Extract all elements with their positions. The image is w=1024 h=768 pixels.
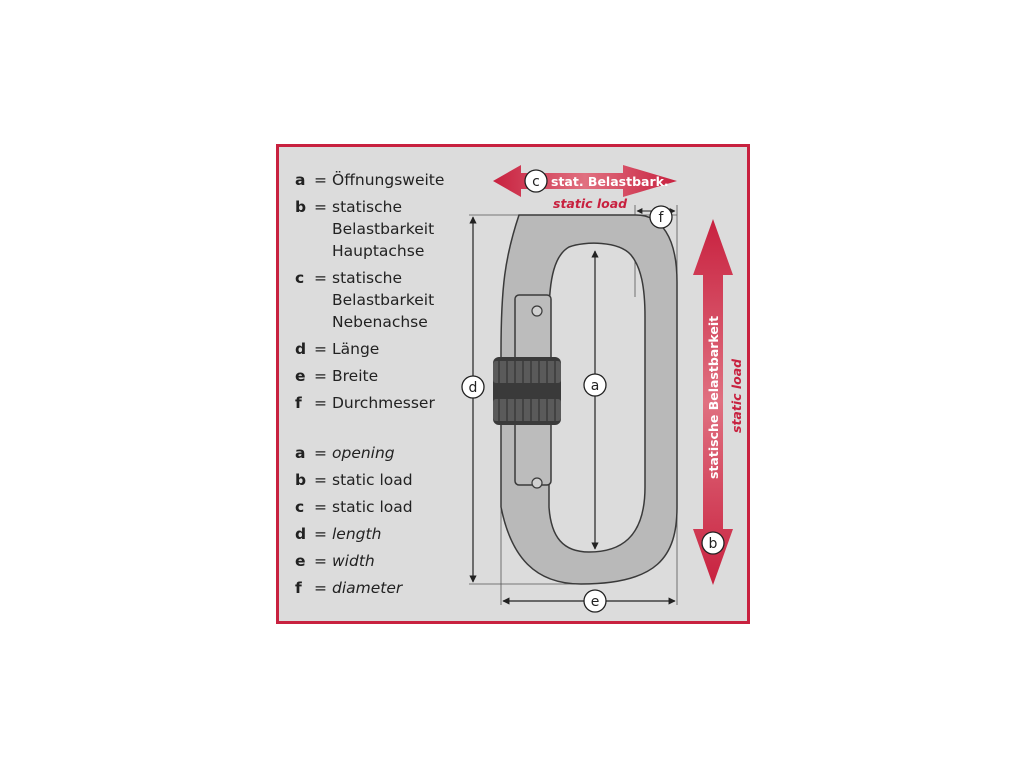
legend-equals: =: [314, 552, 327, 570]
legend-key: c: [295, 269, 305, 287]
marker-d-label: d: [469, 380, 478, 396]
minor-arrow-label-en: static load: [553, 196, 628, 211]
carabiner-icon: [493, 214, 678, 585]
legend-item-c-en: c = static load: [295, 496, 444, 518]
diagram-svg: d a e f c stat. Belastbark. static load …: [461, 165, 744, 613]
legend-item-b-de: b = statische Belastbarkeit Hauptachse: [295, 196, 444, 262]
marker-f-label: f: [659, 210, 665, 226]
legend-text: statische Belastbarkeit Nebenachse: [332, 269, 435, 331]
legend-text: diameter: [332, 579, 403, 597]
legend-key: a: [295, 171, 306, 189]
legend-key: f: [295, 579, 302, 597]
major-axis-load-arrow: statische Belastbarkeit static load b: [693, 219, 744, 585]
marker-e-label: e: [591, 594, 600, 610]
legend-equals: =: [314, 269, 327, 287]
marker-f: f: [649, 205, 673, 229]
marker-b-label: b: [709, 536, 718, 552]
legend-key: f: [295, 394, 302, 412]
legend-text: statische Belastbarkeit Hauptachse: [332, 198, 435, 260]
legend-text: Durchmesser: [332, 394, 435, 412]
legend-equals: =: [314, 171, 327, 189]
legend-text: Öffnungsweite: [332, 171, 445, 189]
legend-equals: =: [314, 471, 327, 489]
legend-item-d-de: d = Länge: [295, 338, 444, 360]
legend-key: b: [295, 198, 307, 216]
major-arrow-label-de: statische Belastbarkeit: [706, 316, 721, 479]
marker-a-label: a: [591, 378, 600, 394]
legend-text: Breite: [332, 367, 379, 385]
legend-key: e: [295, 367, 306, 385]
legend-key: c: [295, 498, 305, 516]
legend-text: width: [332, 552, 375, 570]
legend-item-a-de: a = Öffnungsweite: [295, 169, 444, 191]
legend-item-c-de: c = statische Belastbarkeit Nebenachse: [295, 267, 444, 333]
legend-item-f-en: f = diameter: [295, 577, 444, 599]
legend-equals: =: [314, 498, 327, 516]
major-arrow-label-en: static load: [729, 358, 744, 433]
marker-e: e: [583, 589, 607, 613]
legend-equals: =: [314, 525, 327, 543]
minor-axis-load-arrow: c stat. Belastbark. static load: [493, 165, 677, 211]
legend-equals: =: [314, 367, 327, 385]
legend-item-e-de: e = Breite: [295, 365, 444, 387]
legend-text: static load: [332, 471, 413, 489]
legend-equals: =: [314, 340, 327, 358]
legend-key: b: [295, 471, 307, 489]
legend-item-e-en: e = width: [295, 550, 444, 572]
legend-equals: =: [314, 579, 327, 597]
marker-a: a: [583, 373, 607, 397]
legend: a = Öffnungsweite b = statische Belastba…: [295, 169, 444, 604]
legend-item-f-de: f = Durchmesser: [295, 392, 444, 414]
legend-item-d-en: d = length: [295, 523, 444, 545]
legend-item-b-en: b = static load: [295, 469, 444, 491]
marker-c-label: c: [532, 174, 540, 190]
legend-key: e: [295, 552, 306, 570]
legend-equals: =: [314, 198, 327, 216]
minor-arrow-label-de: stat. Belastbark.: [551, 174, 669, 189]
legend-item-a-en: a = opening: [295, 442, 444, 464]
legend-text: length: [332, 525, 382, 543]
legend-equals: =: [314, 394, 327, 412]
diagram-panel: a = Öffnungsweite b = statische Belastba…: [276, 144, 750, 624]
legend-text: opening: [332, 444, 395, 462]
marker-d: d: [461, 375, 485, 399]
legend-key: d: [295, 525, 307, 543]
legend-text: static load: [332, 498, 413, 516]
legend-key: d: [295, 340, 307, 358]
legend-key: a: [295, 444, 306, 462]
legend-text: Länge: [332, 340, 380, 358]
screw-sleeve-icon: [493, 357, 561, 425]
legend-equals: =: [314, 444, 327, 462]
